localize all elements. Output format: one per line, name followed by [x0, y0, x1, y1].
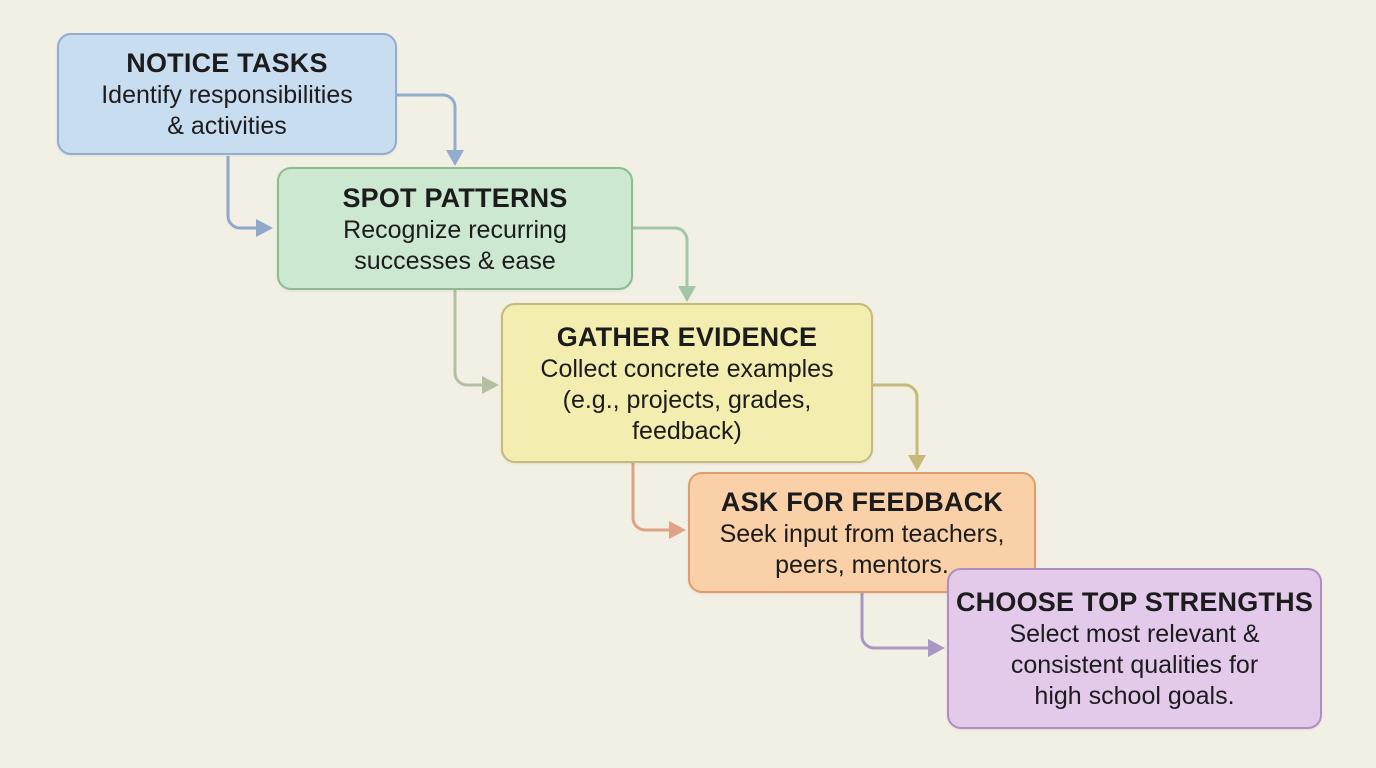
- connector-line: [631, 463, 669, 532]
- connector-line: [453, 290, 482, 387]
- step-body: Seek input from teachers, peers, mentors…: [719, 519, 1005, 579]
- step-title: NOTICE TASKS: [126, 48, 328, 78]
- step-box-notice-tasks: NOTICE TASKS Identify responsibilities &…: [57, 33, 397, 155]
- connector-line: [397, 93, 457, 150]
- step-body: Recognize recurring successes & ease: [343, 215, 567, 275]
- connector-arrowhead: [928, 639, 945, 657]
- step-box-spot-patterns: SPOT PATTERNS Recognize recurring succes…: [277, 167, 633, 290]
- step-title: GATHER EVIDENCE: [556, 321, 818, 352]
- connector-arrowhead: [669, 521, 686, 539]
- connector-gather-to-ask-left: [631, 463, 686, 539]
- step-box-gather-evidence: GATHER EVIDENCE Collect concrete example…: [501, 303, 873, 463]
- connector-arrowhead: [256, 219, 273, 237]
- connector-arrowhead: [482, 376, 499, 394]
- step-title: SPOT PATTERNS: [342, 182, 568, 213]
- connector-line: [860, 593, 928, 650]
- step-body: Select most relevant & consistent qualit…: [1009, 620, 1260, 710]
- step-body: Identify responsibilities & activities: [101, 81, 353, 140]
- connector-gather-to-ask-top: [873, 383, 926, 471]
- connector-line: [226, 156, 256, 230]
- connector-spot-to-gather-top: [633, 226, 696, 302]
- step-title: CHOOSE TOP STRENGTHS: [955, 587, 1314, 617]
- connector-line: [633, 226, 689, 286]
- connector-ask-to-choose-left: [860, 593, 945, 657]
- connector-arrowhead: [678, 286, 696, 302]
- step-title: ASK FOR FEEDBACK: [720, 486, 1004, 517]
- connector-line: [873, 383, 919, 455]
- connector-arrowhead: [908, 455, 926, 471]
- connector-notice-to-spot-left: [226, 156, 273, 237]
- connector-notice-to-spot-top: [397, 93, 464, 166]
- connector-spot-to-gather-left: [453, 290, 499, 394]
- connector-arrowhead: [446, 150, 464, 166]
- step-box-ask-for-feedback: ASK FOR FEEDBACK Seek input from teacher…: [688, 472, 1036, 593]
- step-box-choose-top-strengths: CHOOSE TOP STRENGTHS Select most relevan…: [947, 568, 1322, 729]
- step-body: Collect concrete examples (e.g., project…: [540, 354, 834, 445]
